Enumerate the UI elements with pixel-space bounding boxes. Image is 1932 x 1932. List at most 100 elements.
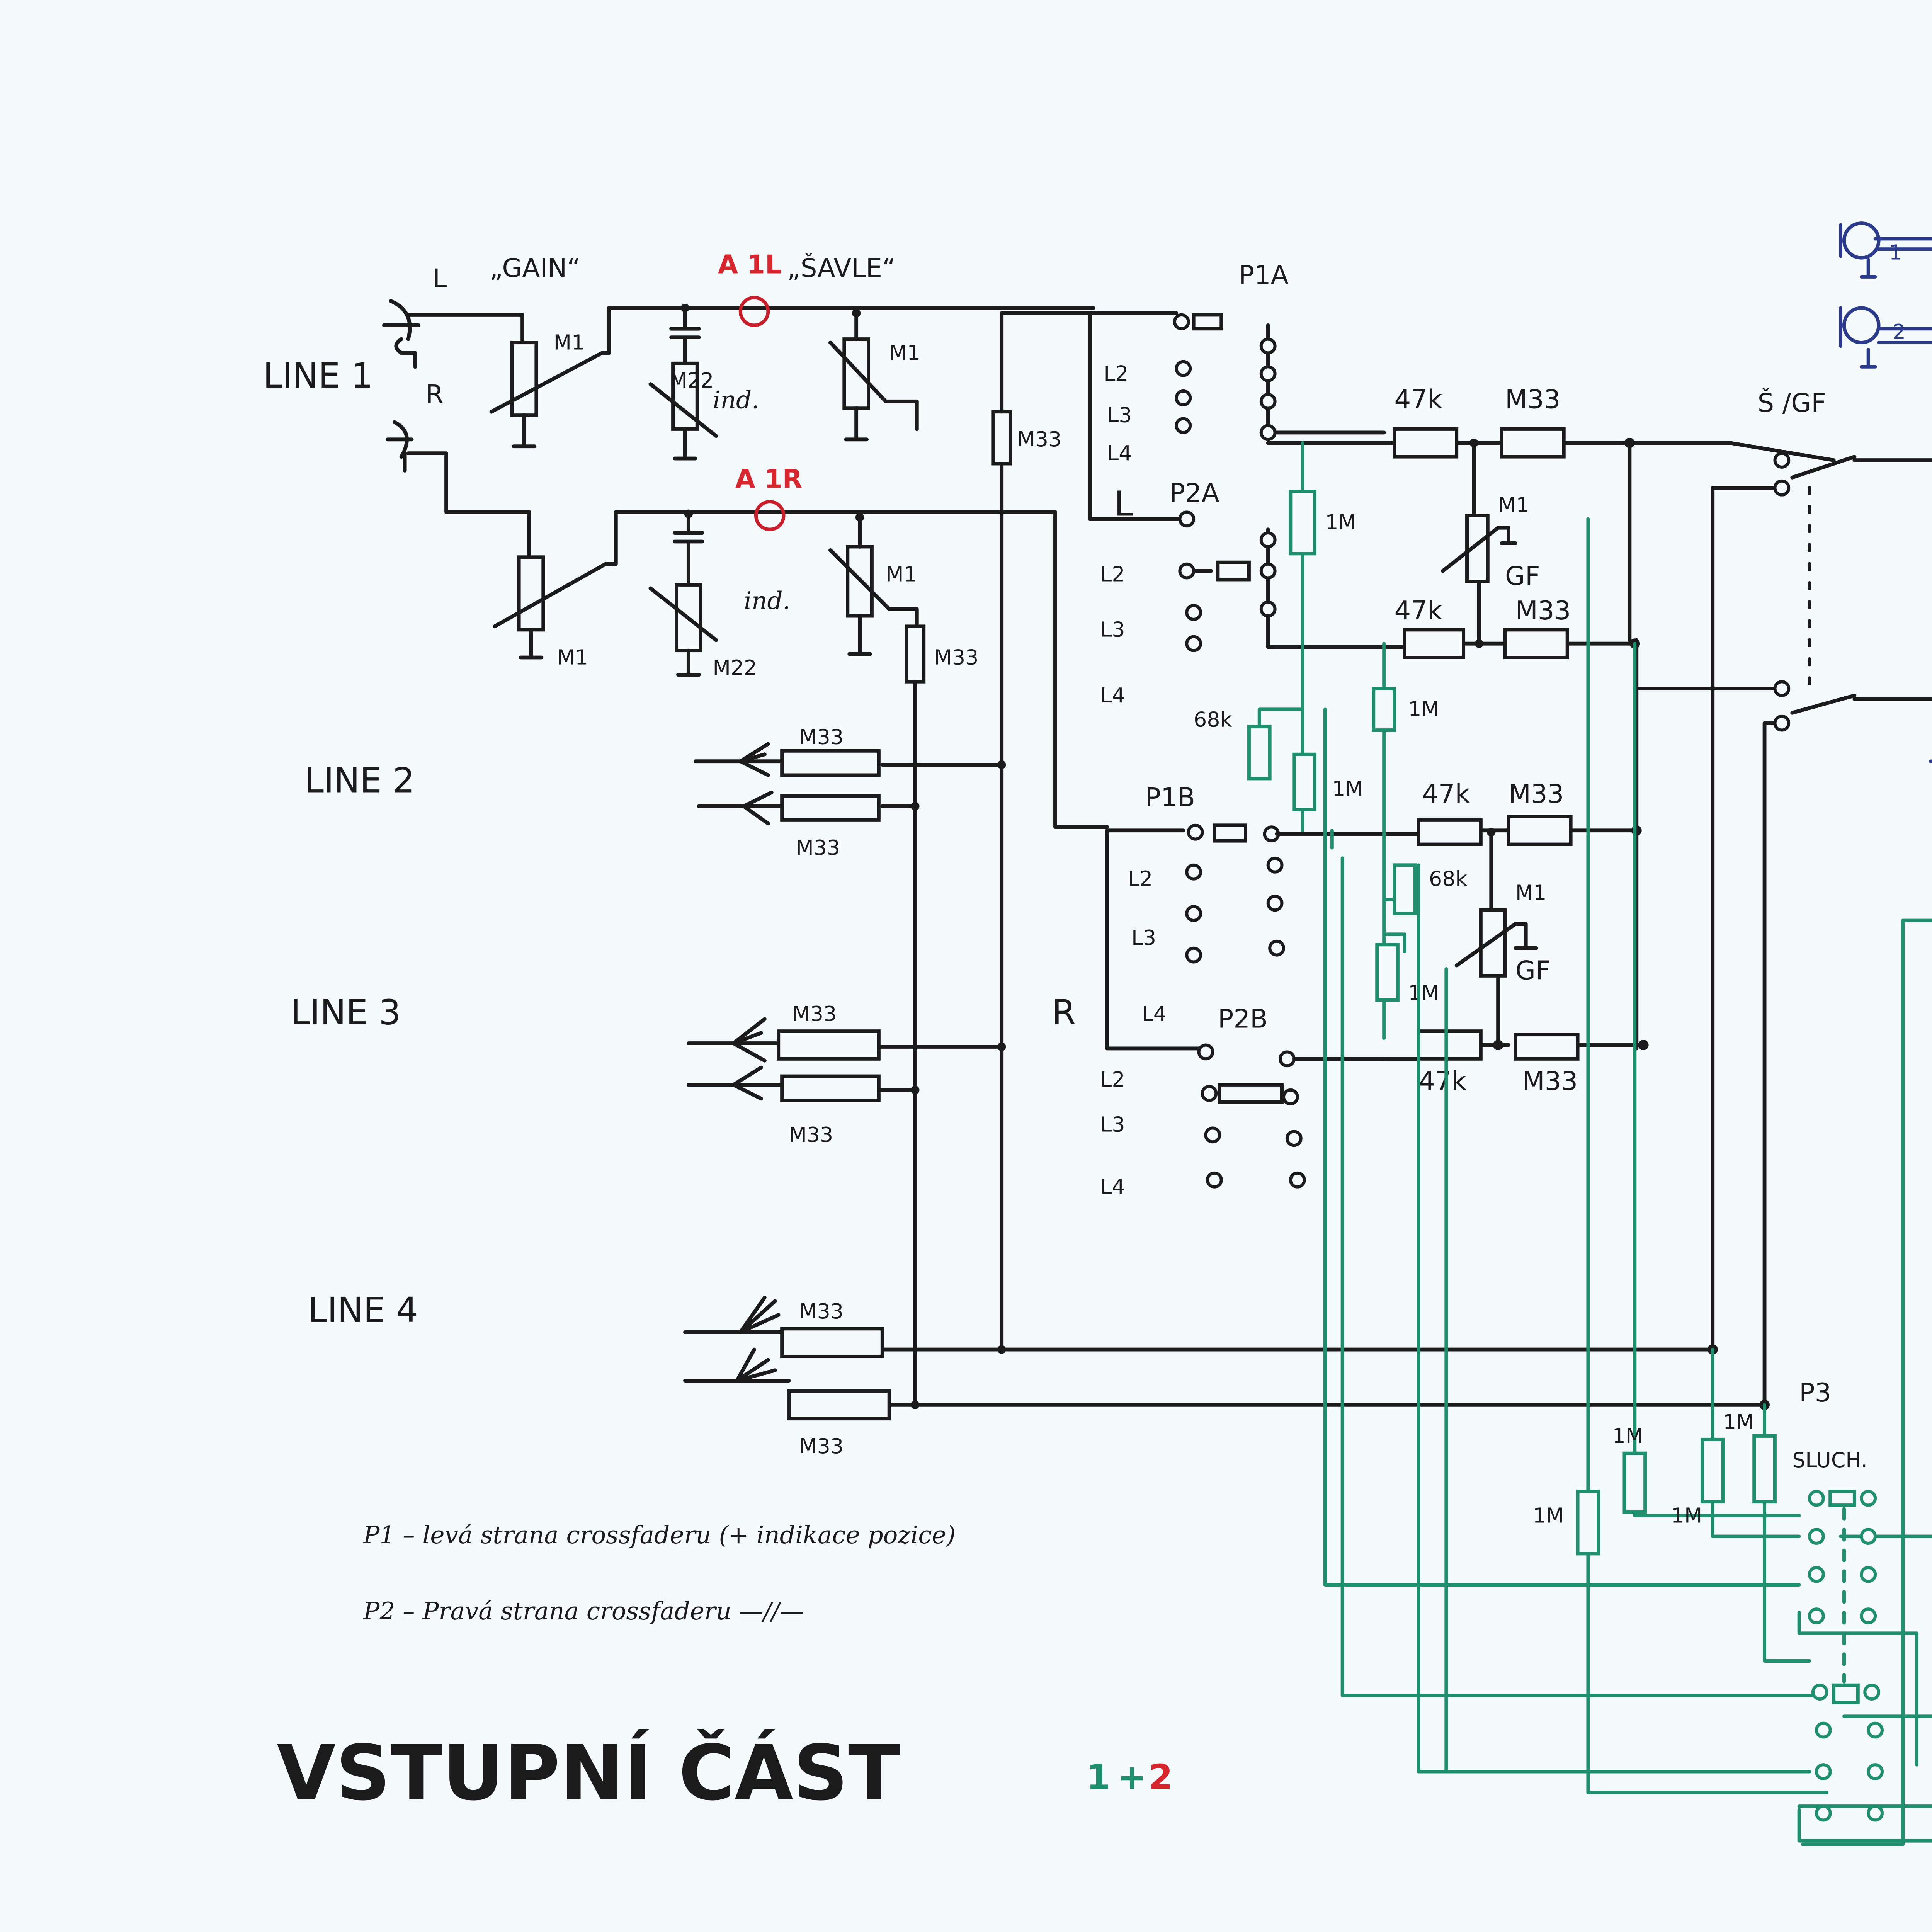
p1b-contact[interactable]	[1185, 946, 1202, 964]
p3-contact[interactable]	[1860, 1607, 1877, 1625]
p1b-contact[interactable]	[1185, 905, 1202, 922]
p2a-contact[interactable]	[1185, 604, 1202, 621]
sgf-contact[interactable]	[1773, 714, 1791, 732]
p1b-contact[interactable]	[1266, 856, 1284, 874]
p3-contact[interactable]	[1860, 1528, 1877, 1545]
p2a-contact[interactable]	[1259, 562, 1277, 580]
trim-r-ground	[676, 648, 701, 677]
sgf-contact[interactable]	[1773, 479, 1791, 497]
mixer-green-network: 1M 68k 1M 1M 68k 1M	[1194, 441, 1818, 1774]
p3-r1	[1576, 1490, 1600, 1556]
p1b-contact[interactable]	[1266, 895, 1284, 912]
gain-pot-l-value: M1	[554, 330, 585, 354]
gf-pot-b[interactable]	[1479, 908, 1507, 978]
p2b-contact[interactable]	[1285, 1130, 1303, 1147]
p3-contact[interactable]	[1867, 1721, 1884, 1739]
test-point-a1r[interactable]	[754, 500, 786, 531]
sgf-contact[interactable]	[1773, 452, 1791, 469]
p3-contact[interactable]	[1860, 1490, 1877, 1507]
p2b-contact[interactable]	[1206, 1171, 1223, 1189]
p3-contact[interactable]	[1808, 1528, 1825, 1545]
savle-res-l-value: M33	[1017, 427, 1062, 451]
green-wire	[1257, 441, 1406, 1040]
p3-label: P3	[1799, 1378, 1831, 1408]
test-point-a1l[interactable]	[738, 296, 770, 327]
p2b-contact[interactable]	[1197, 1043, 1214, 1061]
p3-contact[interactable]	[1867, 1763, 1884, 1781]
p2a-contact[interactable]	[1259, 531, 1277, 548]
line3-label: LINE 3	[291, 993, 401, 1033]
p1a-contact[interactable]	[1175, 389, 1192, 406]
p3-r4-value: 1M	[1723, 1410, 1754, 1434]
line2-res-b	[780, 794, 881, 822]
trim-l-arrow	[648, 382, 718, 438]
p3-contact[interactable]	[1860, 1566, 1877, 1583]
p1b-contact[interactable]	[1187, 823, 1204, 841]
p2b-contact[interactable]	[1278, 1050, 1296, 1068]
p3-contact[interactable]	[1815, 1763, 1832, 1781]
p1a-contact[interactable]	[1259, 337, 1277, 355]
p1b-contact[interactable]	[1185, 863, 1202, 881]
p2a-pos-l2: L2	[1100, 562, 1125, 586]
p3-contact[interactable]	[1808, 1566, 1825, 1583]
p2a-label: P2A	[1169, 478, 1219, 508]
sgf-contact[interactable]	[1773, 680, 1791, 697]
p2b-contact[interactable]	[1201, 1085, 1218, 1102]
p3-contact[interactable]	[1863, 1684, 1881, 1701]
gain-pot-r-value: M1	[557, 645, 588, 669]
p1a-contact[interactable]	[1175, 360, 1192, 377]
p2a-contact[interactable]	[1185, 635, 1202, 652]
p2a-contact[interactable]	[1259, 600, 1277, 618]
p3-contact[interactable]	[1808, 1490, 1825, 1507]
p1b-label: P1B	[1145, 782, 1195, 813]
sheet-title-plus: +	[1117, 1757, 1146, 1798]
mic-jack-2-number: 2	[1893, 320, 1906, 344]
p1a-contact[interactable]	[1259, 424, 1277, 441]
p2b-contact[interactable]	[1204, 1126, 1221, 1144]
mixer-r47k-2-value: 47k	[1394, 595, 1442, 626]
p2a-contact[interactable]	[1178, 562, 1196, 580]
p1b-slider[interactable]	[1213, 823, 1247, 843]
p1a-contact[interactable]	[1175, 417, 1192, 434]
mixer-r1m-a-value: 1M	[1325, 510, 1356, 534]
mixer-r47k-3	[1417, 818, 1483, 846]
mixer-r1m-a	[1289, 490, 1317, 556]
line1-right-label: R	[425, 379, 444, 409]
p2b-contact[interactable]	[1282, 1088, 1299, 1105]
p3-contact[interactable]	[1808, 1607, 1825, 1625]
p3-contact[interactable]	[1811, 1684, 1828, 1701]
p2a-slider[interactable]	[1216, 560, 1251, 582]
p3-slider-bottom[interactable]	[1832, 1683, 1860, 1704]
p1a-contact[interactable]	[1259, 365, 1277, 383]
p2b-slider[interactable]	[1218, 1083, 1284, 1104]
p3-r4	[1752, 1434, 1777, 1504]
p3-contact[interactable]	[1867, 1804, 1884, 1822]
junction-dot	[911, 1400, 920, 1410]
p2a-contact[interactable]	[1178, 510, 1196, 528]
p2b-contact[interactable]	[1289, 1171, 1306, 1189]
gain-pot-l-wiper	[489, 306, 1095, 414]
line1-left-label: L	[432, 263, 447, 293]
line4-wire-a	[683, 1330, 1715, 1352]
mixer-rail-right	[1489, 638, 1639, 1051]
mixer-r47k-3-value: 47k	[1422, 779, 1470, 809]
mixer-m33-2-value: M33	[1515, 595, 1571, 626]
p3-contact[interactable]	[1815, 1721, 1832, 1739]
p3-contact[interactable]	[1815, 1804, 1832, 1822]
p1a-slider[interactable]	[1192, 313, 1223, 331]
crossfader-left-section: P1A P2A L R L2 L3 L4 L2 L3 L4	[1000, 260, 1386, 1033]
p3-slider-top[interactable]	[1828, 1490, 1856, 1507]
gf-pot-a[interactable]	[1465, 514, 1490, 583]
trim-l-ground	[673, 427, 697, 461]
junction-dot	[911, 802, 920, 811]
mic-jack-2-icon	[1839, 306, 1932, 369]
line1-label: LINE 1	[263, 356, 373, 396]
line1-input-section: LINE 1 L R „GAIN“ „ŠAVLE“ A 1L A 1R M1 M…	[263, 249, 1109, 1407]
p1a-contact[interactable]	[1173, 313, 1190, 330]
p2a-wiring	[1188, 527, 1386, 649]
mixer-r47k-4	[1417, 1029, 1483, 1061]
trim-r-value: M22	[713, 655, 757, 680]
p1a-contact[interactable]	[1259, 393, 1277, 410]
p1b-contact[interactable]	[1268, 939, 1285, 957]
